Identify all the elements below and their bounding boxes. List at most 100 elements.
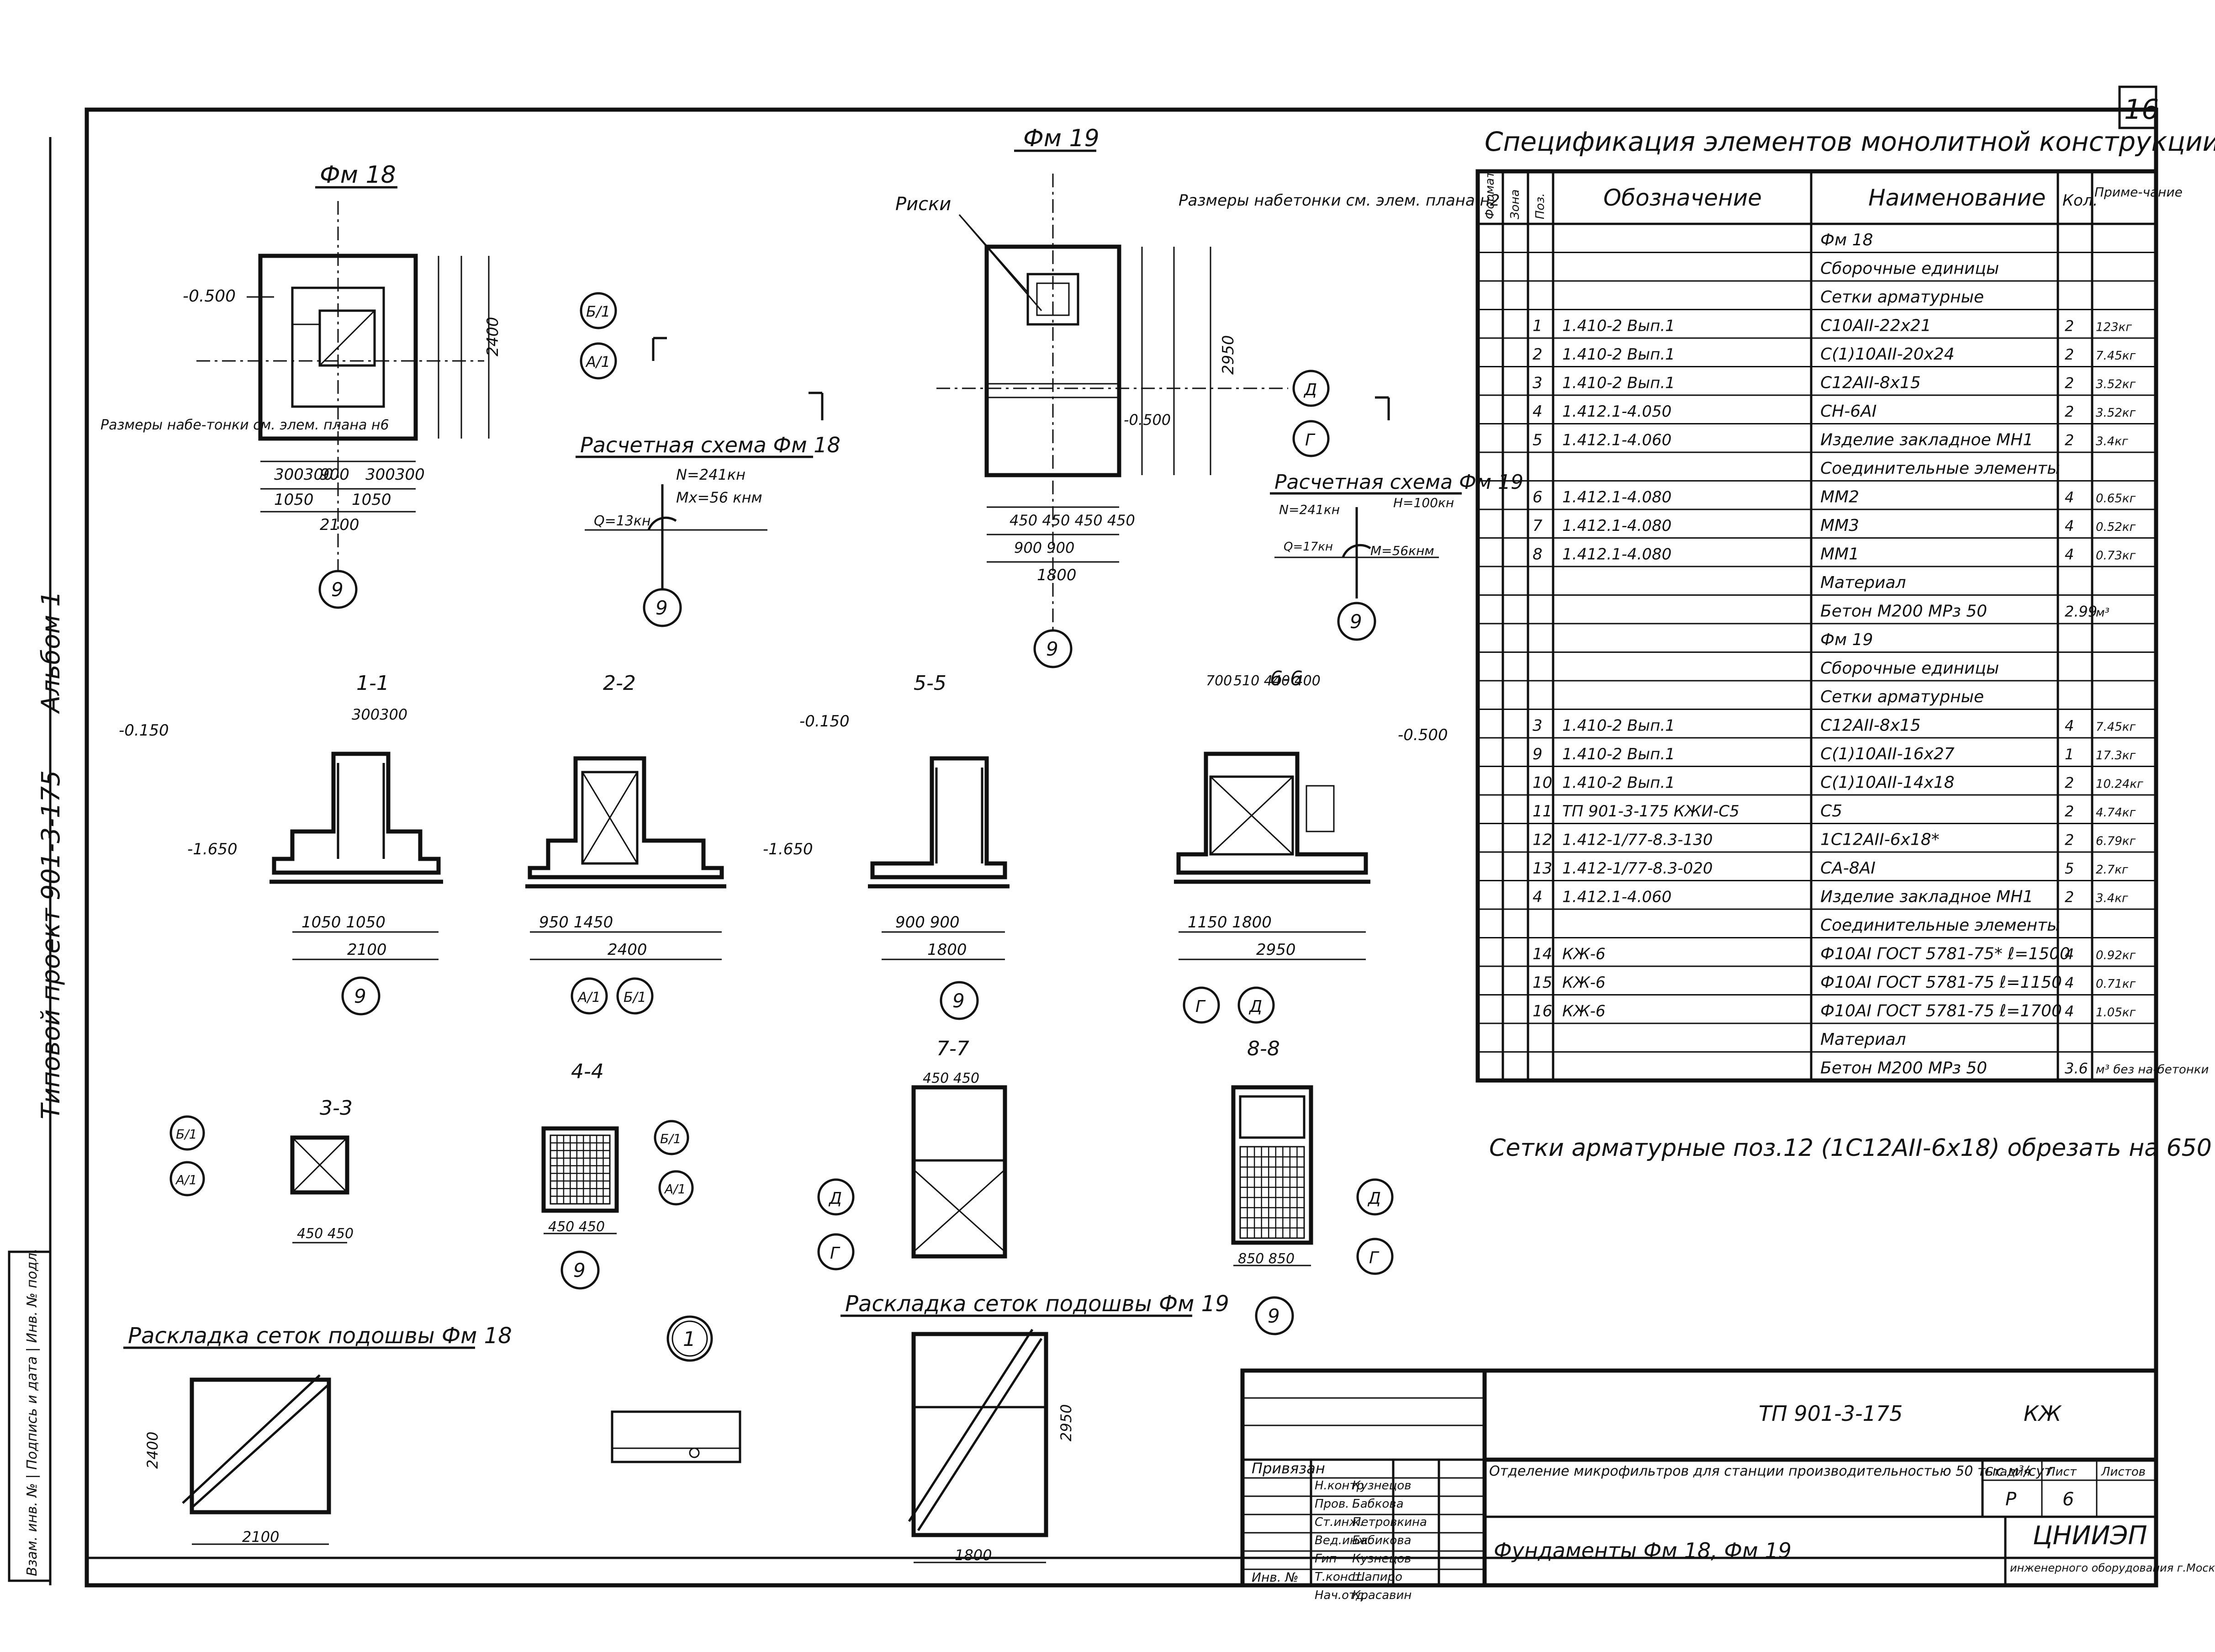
sec66-dim-d: 510 440 400 bbox=[1233, 673, 1321, 689]
spec-cell-designation: 1.410-2 Вып.1 bbox=[1562, 317, 1675, 335]
spec-cell-designation: КЖ-6 bbox=[1562, 1002, 1606, 1020]
tb-name: Красавин bbox=[1352, 1588, 1411, 1602]
axis-d-fm19-label: Д bbox=[1303, 381, 1317, 399]
spec-cell-name: ММ1 bbox=[1820, 545, 1859, 563]
section-7-7 bbox=[911, 1085, 1007, 1259]
spec-cell-qty: 2 bbox=[2065, 346, 2074, 363]
spec-cell-name: С10АII-22х21 bbox=[1820, 316, 1931, 335]
spec-cell-qty: 2 bbox=[2065, 803, 2074, 820]
fm18-dim-e: 1050 bbox=[352, 491, 391, 509]
spec-cell-name: Сборочные единицы bbox=[1820, 259, 1999, 278]
spec-cell-pos: 15 bbox=[1533, 974, 1552, 992]
spec-cell-designation: 1.412-1/77-8.3-020 bbox=[1562, 859, 1713, 878]
sec66-dim-b: 2950 bbox=[1256, 941, 1296, 959]
spec-cell-designation: КЖ-6 bbox=[1562, 974, 1606, 992]
spec-cell-note: 3.4кг bbox=[2096, 891, 2128, 905]
axis-9-fm19-label: 9 bbox=[1046, 638, 1058, 660]
layout19 bbox=[908, 1329, 1048, 1563]
spec-cell-qty: 2 bbox=[2065, 831, 2074, 848]
tb-name: Бабикова bbox=[1352, 1534, 1411, 1547]
tb-role: Пров. bbox=[1315, 1497, 1349, 1511]
sec55-dim-b: 1800 bbox=[927, 941, 967, 959]
tb-role: Вед.инж. bbox=[1315, 1534, 1372, 1547]
axis-d-sec88-label: Д bbox=[1367, 1189, 1381, 1208]
spec-cell-name: С12АII-8х15 bbox=[1820, 716, 1921, 735]
sec11-dim-c: 300300 bbox=[352, 706, 407, 723]
spec-cell-pos: 2 bbox=[1533, 345, 1543, 364]
section-8-8-grid bbox=[1240, 1147, 1304, 1238]
spec-cell-pos: 4 bbox=[1533, 888, 1543, 906]
spec-cell-name: С(1)10АII-16х27 bbox=[1820, 745, 1955, 763]
layout19-dim-v: 2950 bbox=[1057, 1404, 1075, 1441]
tb-sheets-label: Листов bbox=[2101, 1465, 2146, 1479]
fm18-title: Фм 18 bbox=[320, 161, 396, 189]
spec-cell-designation: 1.410-2 Вып.1 bbox=[1562, 773, 1675, 792]
calc19-q: Q=17кн bbox=[1284, 540, 1333, 554]
spec-cell-name: Бетон М200 МРз 50 bbox=[1820, 1059, 1987, 1077]
spec-cell-name: Бетон М200 МРз 50 bbox=[1820, 602, 1987, 620]
axis-9-fm19 bbox=[1033, 629, 1073, 668]
spec-cell-note: 0.65кг bbox=[2096, 492, 2136, 505]
spec-cell-qty: 2 bbox=[2065, 774, 2074, 791]
spec-cell-pos: 16 bbox=[1533, 1002, 1552, 1020]
axis-g-sec77 bbox=[817, 1233, 855, 1271]
axis-a-fm18 bbox=[580, 342, 617, 380]
fm19-nabet-note: Размеры набетонки см. элем. плана н2 bbox=[1179, 191, 1500, 210]
axis-a-sec22-label: А/1 bbox=[577, 990, 601, 1006]
fm18-dim-g: 2400 bbox=[484, 317, 502, 356]
section-5-5-title: 5-5 bbox=[914, 672, 946, 695]
axis-a-sec33-label: А/1 bbox=[175, 1172, 197, 1187]
axis-d-sec88 bbox=[1356, 1178, 1394, 1216]
tb-sheet-title: Фундаменты Фм 18, Фм 19 bbox=[1494, 1538, 1792, 1563]
spec-cell-pos: 1 bbox=[1533, 317, 1543, 335]
spec-cell-qty: 2 bbox=[2065, 888, 2074, 905]
section-3-3 bbox=[290, 1135, 349, 1244]
axis-9-fm18-label: 9 bbox=[331, 578, 344, 601]
axis-a-sec44-label: А/1 bbox=[664, 1181, 686, 1197]
axis-g-sec66 bbox=[1183, 986, 1220, 1024]
spec-header-name: Наименование bbox=[1868, 185, 2046, 211]
spec-cell-note: 3.52кг bbox=[2096, 406, 2136, 420]
spec-cell-pos: 3 bbox=[1533, 716, 1543, 735]
fm19-plan bbox=[936, 174, 1288, 630]
spec-cell-qty: 4 bbox=[2065, 974, 2074, 991]
fm19-dim-d: 2950 bbox=[1219, 335, 1237, 375]
callout-1 bbox=[666, 1315, 713, 1362]
fm19-dim-b: 900 900 bbox=[1014, 539, 1074, 556]
layout19-dim: 1800 bbox=[955, 1546, 992, 1564]
axis-b-fm18-label: Б/1 bbox=[586, 303, 610, 320]
title-block bbox=[1240, 1368, 2158, 1588]
axis-b-sec33-label: Б/1 bbox=[176, 1127, 197, 1142]
sec11-dim-a: 1050 1050 bbox=[301, 913, 386, 932]
sec11-level-b: -1.650 bbox=[187, 840, 238, 858]
tb-role: Т.конст. bbox=[1315, 1570, 1365, 1584]
axis-b-sec22-label: Б/1 bbox=[624, 990, 646, 1006]
spec-cell-name: Сетки арматурные bbox=[1820, 688, 1984, 706]
spec-cell-name: СА-8АI bbox=[1820, 859, 1876, 878]
spec-cell-name: 1С12АII-6х18* bbox=[1820, 830, 1940, 849]
sec88-dim: 850 850 bbox=[1238, 1251, 1295, 1267]
section-markers bbox=[652, 337, 1390, 420]
calc18-scheme bbox=[585, 484, 767, 589]
spec-cell-pos: 7 bbox=[1533, 517, 1543, 535]
axis-g-fm19-label: Г bbox=[1305, 431, 1316, 450]
spec-header-note: Приме-чание bbox=[2094, 185, 2183, 200]
tb-name: Кузнецов bbox=[1352, 1552, 1411, 1566]
spec-cell-name: Материал bbox=[1820, 573, 1906, 592]
fm19-riski: Риски bbox=[895, 194, 951, 215]
spec-cell-note: 7.45кг bbox=[2096, 349, 2136, 363]
spec-cell-note: 3.4кг bbox=[2096, 434, 2128, 448]
sec77-dim: 450 450 bbox=[923, 1070, 979, 1086]
spec-cell-designation: 1.410-2 Вып.1 bbox=[1562, 345, 1675, 364]
axis-g-sec88-label: Г bbox=[1369, 1249, 1380, 1267]
fm18-level: -0.500 bbox=[183, 287, 236, 306]
tb-role: Н.контр bbox=[1315, 1479, 1364, 1493]
spec-cell-qty: 2 bbox=[2065, 374, 2074, 392]
sec55-level-b: -1.650 bbox=[763, 840, 813, 858]
axis-9-sec11-label: 9 bbox=[354, 985, 366, 1007]
spec-cell-designation: 1.412.1-4.080 bbox=[1562, 488, 1671, 506]
spec-header-format: Формат bbox=[1483, 171, 1497, 219]
axis-d-sec77 bbox=[817, 1178, 855, 1216]
